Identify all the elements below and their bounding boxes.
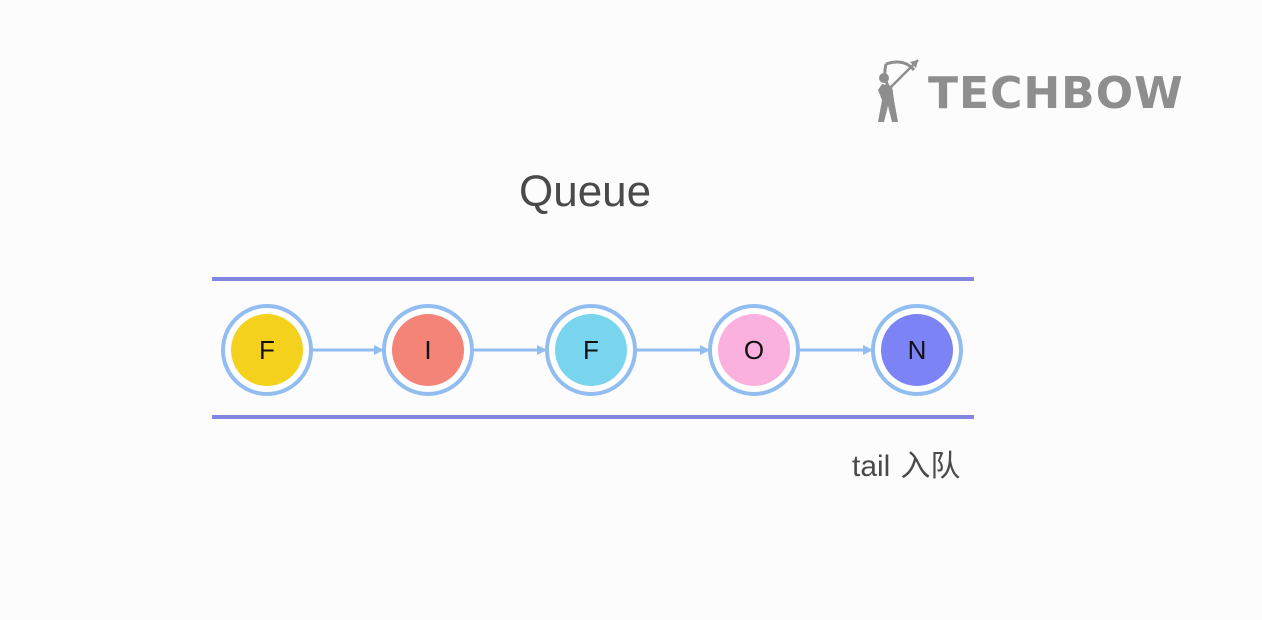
archer-icon	[878, 59, 919, 122]
queue-node-fill	[718, 314, 790, 386]
queue-node-label: O	[744, 335, 764, 365]
queue-node-fill	[555, 314, 627, 386]
caption-enqueue: 入队	[900, 450, 961, 483]
queue-node-fill	[392, 314, 464, 386]
queue-node: N	[871, 304, 963, 396]
queue-node: O	[708, 304, 800, 396]
queue-node: F	[545, 304, 637, 396]
diagram-title: Queue	[519, 167, 652, 216]
logo-text: TECHBOW	[928, 68, 1184, 119]
queue-node-fill	[881, 314, 953, 386]
techbow-logo: TECHBOW	[874, 56, 1214, 126]
tail-enqueue-label: tail 入队	[852, 452, 960, 482]
queue-node-fill	[231, 314, 303, 386]
queue-node: I	[382, 304, 474, 396]
queue-node-label: F	[259, 335, 275, 365]
queue-node: F	[221, 304, 313, 396]
queue-node-label: N	[908, 335, 927, 365]
caption-tail: tail	[852, 450, 891, 483]
queue-node-label: F	[583, 335, 599, 365]
queue-node-label: I	[424, 335, 431, 365]
